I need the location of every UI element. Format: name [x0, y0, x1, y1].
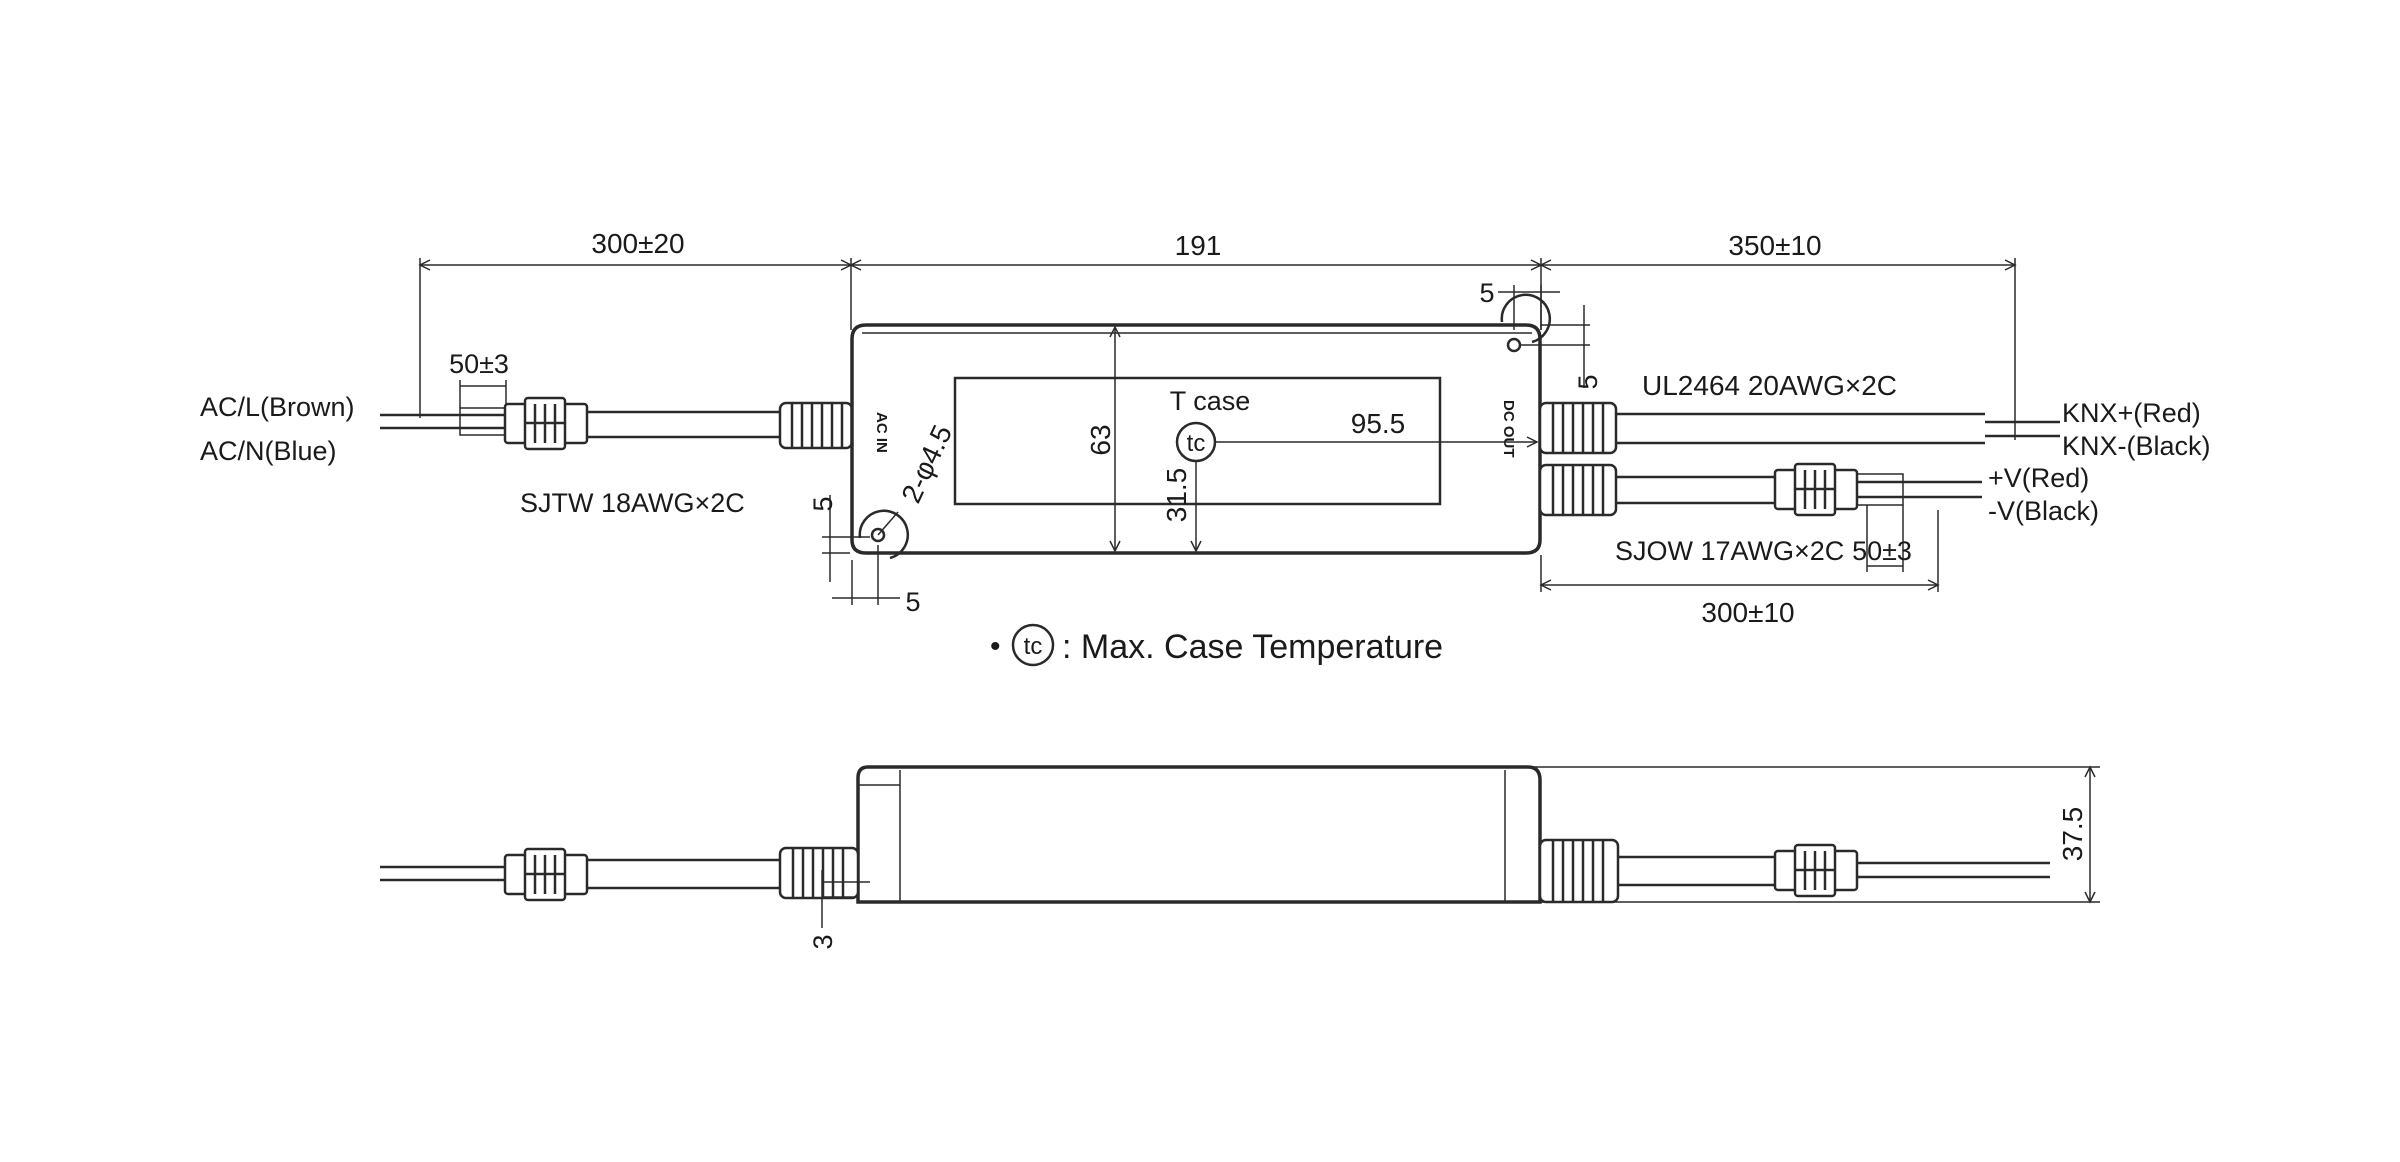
dim-tc-y: 31.5	[1161, 468, 1192, 523]
side-height-dimension	[1530, 765, 2100, 904]
input-cable	[587, 410, 782, 439]
side-output-connector	[1773, 843, 1859, 898]
dim-dc-cable-length: 300±10	[1701, 597, 1794, 628]
side-input-connector	[503, 847, 589, 902]
side-input-wires	[380, 865, 508, 882]
side-output-wires	[1857, 861, 2050, 879]
dim-side-flange: 3	[808, 934, 838, 949]
legend-tc-text: tc	[1024, 633, 1043, 660]
case-body	[850, 323, 1542, 555]
dim-input-strip: 50±3	[449, 349, 509, 379]
label-v-minus: -V(Black)	[1988, 496, 2099, 526]
output-strip-dimension	[1866, 505, 1904, 572]
label-dc-cable: SJOW 17AWG×2C	[1615, 536, 1844, 566]
dim-mount-margin-c: 5	[1479, 278, 1494, 308]
label-knx-cable: UL2464 20AWG×2C	[1642, 370, 1897, 401]
dim-mount-margin-a: 5	[808, 496, 838, 511]
legend: • tc : Max. Case Temperature	[990, 623, 1443, 667]
tc-position-lines	[1190, 436, 1539, 553]
label-knx-plus: KNX+(Red)	[2062, 398, 2201, 428]
side-output-cable	[1618, 855, 1775, 887]
label-ac-in: AC IN	[873, 412, 890, 453]
mount-dimension-lines-output	[1498, 285, 1590, 388]
tc-point-text: tc	[1187, 430, 1206, 457]
dim-tc-x: 95.5	[1351, 408, 1406, 439]
mounting-slot-input	[858, 509, 910, 560]
overall-dimension-line	[418, 258, 2017, 440]
legend-bullet: •	[990, 630, 1001, 663]
input-strain-relief	[778, 401, 854, 450]
label-knx-minus: KNX-(Black)	[2062, 431, 2211, 461]
mount-dimension-lines-input	[822, 495, 900, 605]
dc-strain-relief	[1538, 463, 1618, 517]
dim-body-width: 63	[1085, 424, 1116, 455]
dim-side-height: 37.5	[2057, 807, 2088, 862]
dim-knx-cable-length: 350±10	[1728, 230, 1821, 261]
dim-hole: 2-φ4.5	[895, 420, 958, 507]
dim-input-cable-length: 300±20	[591, 228, 684, 259]
label-dc-out: DC OUT	[1500, 400, 1517, 458]
label-v-plus: +V(Red)	[1988, 463, 2089, 493]
side-output-strain-relief	[1538, 838, 1620, 904]
body-width-dimension	[1109, 325, 1121, 553]
label-t-case: T case	[1170, 386, 1251, 416]
input-connector	[503, 396, 589, 451]
dc-cable-length-dimension	[1539, 510, 1940, 592]
dc-wires	[1857, 480, 1982, 499]
knx-cable	[1616, 412, 1985, 445]
hole-callout-leader	[877, 511, 899, 536]
input-wires	[380, 413, 508, 430]
dc-connector	[1773, 462, 1859, 517]
legend-text: : Max. Case Temperature	[1062, 628, 1443, 666]
label-area	[953, 376, 1442, 506]
side-input-strain-relief	[778, 846, 860, 900]
dc-cable	[1616, 475, 1775, 505]
label-ac-n: AC/N(Blue)	[200, 436, 337, 466]
label-input-cable: SJTW 18AWG×2C	[520, 488, 745, 518]
dim-body-length: 191	[1175, 230, 1222, 261]
side-input-cable	[587, 858, 782, 890]
dim-mount-margin-b: 5	[905, 587, 920, 617]
label-ac-l: AC/L(Brown)	[200, 392, 355, 422]
dim-output-strip: 50±3	[1852, 536, 1912, 566]
knx-strain-relief	[1538, 401, 1618, 455]
side-flange-dimension	[821, 870, 870, 928]
input-wire-jacket-stub	[459, 407, 507, 436]
side-view: 37.5 3	[380, 765, 2100, 950]
knx-wires	[1985, 420, 2060, 438]
dc-wire-jacket-stub	[1856, 473, 1904, 506]
side-case-body	[856, 765, 1542, 904]
top-view: 300±20 191 350±10 50±3	[200, 228, 2211, 628]
input-strip-dimension	[459, 380, 507, 408]
legend-tc-symbol	[1011, 623, 1055, 667]
dim-mount-margin-d: 5	[1573, 374, 1603, 389]
mounting-slot-output	[1500, 293, 1552, 353]
